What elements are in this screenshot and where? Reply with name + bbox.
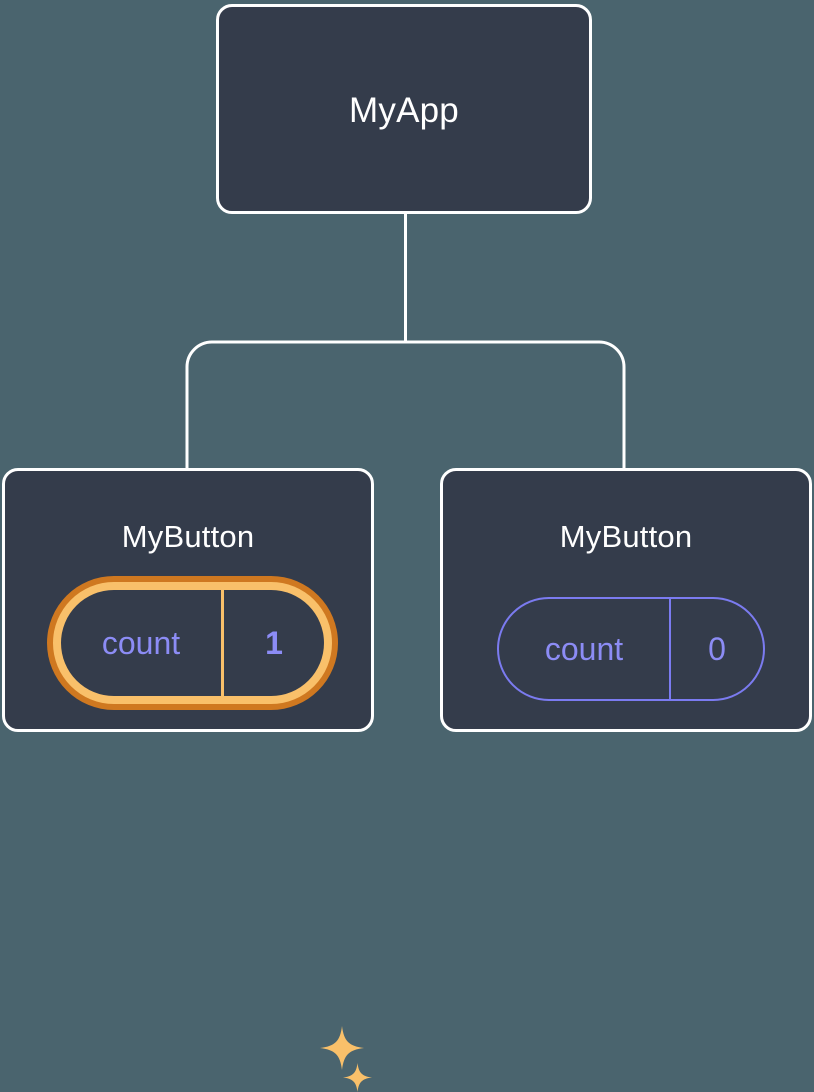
component-node-myapp[interactable]: MyApp xyxy=(216,4,592,214)
component-node-title: MyApp xyxy=(349,91,459,130)
connector-branch-bus xyxy=(185,340,626,470)
state-value: 0 xyxy=(708,630,726,667)
state-pill[interactable]: count 0 xyxy=(497,597,765,701)
state-key: count xyxy=(61,590,224,696)
component-node-title: MyButton xyxy=(121,519,255,554)
component-node-mybutton-right[interactable]: MyButton count 0 xyxy=(440,468,812,732)
tree-connectors xyxy=(185,213,626,470)
component-tree-diagram: MyApp MyButton count 1 MyButton count 0 xyxy=(2,4,812,1092)
component-node-mybutton-left[interactable]: MyButton count 1 xyxy=(2,468,374,1092)
state-pill-highlight-ring: count 1 xyxy=(53,582,332,704)
state-value: 1 xyxy=(265,624,283,661)
state-pill-highlighted[interactable]: count 1 xyxy=(47,576,338,710)
sparkle-icon xyxy=(343,1063,372,1092)
state-key: count xyxy=(499,599,671,699)
component-node-title: MyButton xyxy=(559,519,693,554)
state-pill-body: count 1 xyxy=(61,590,324,696)
